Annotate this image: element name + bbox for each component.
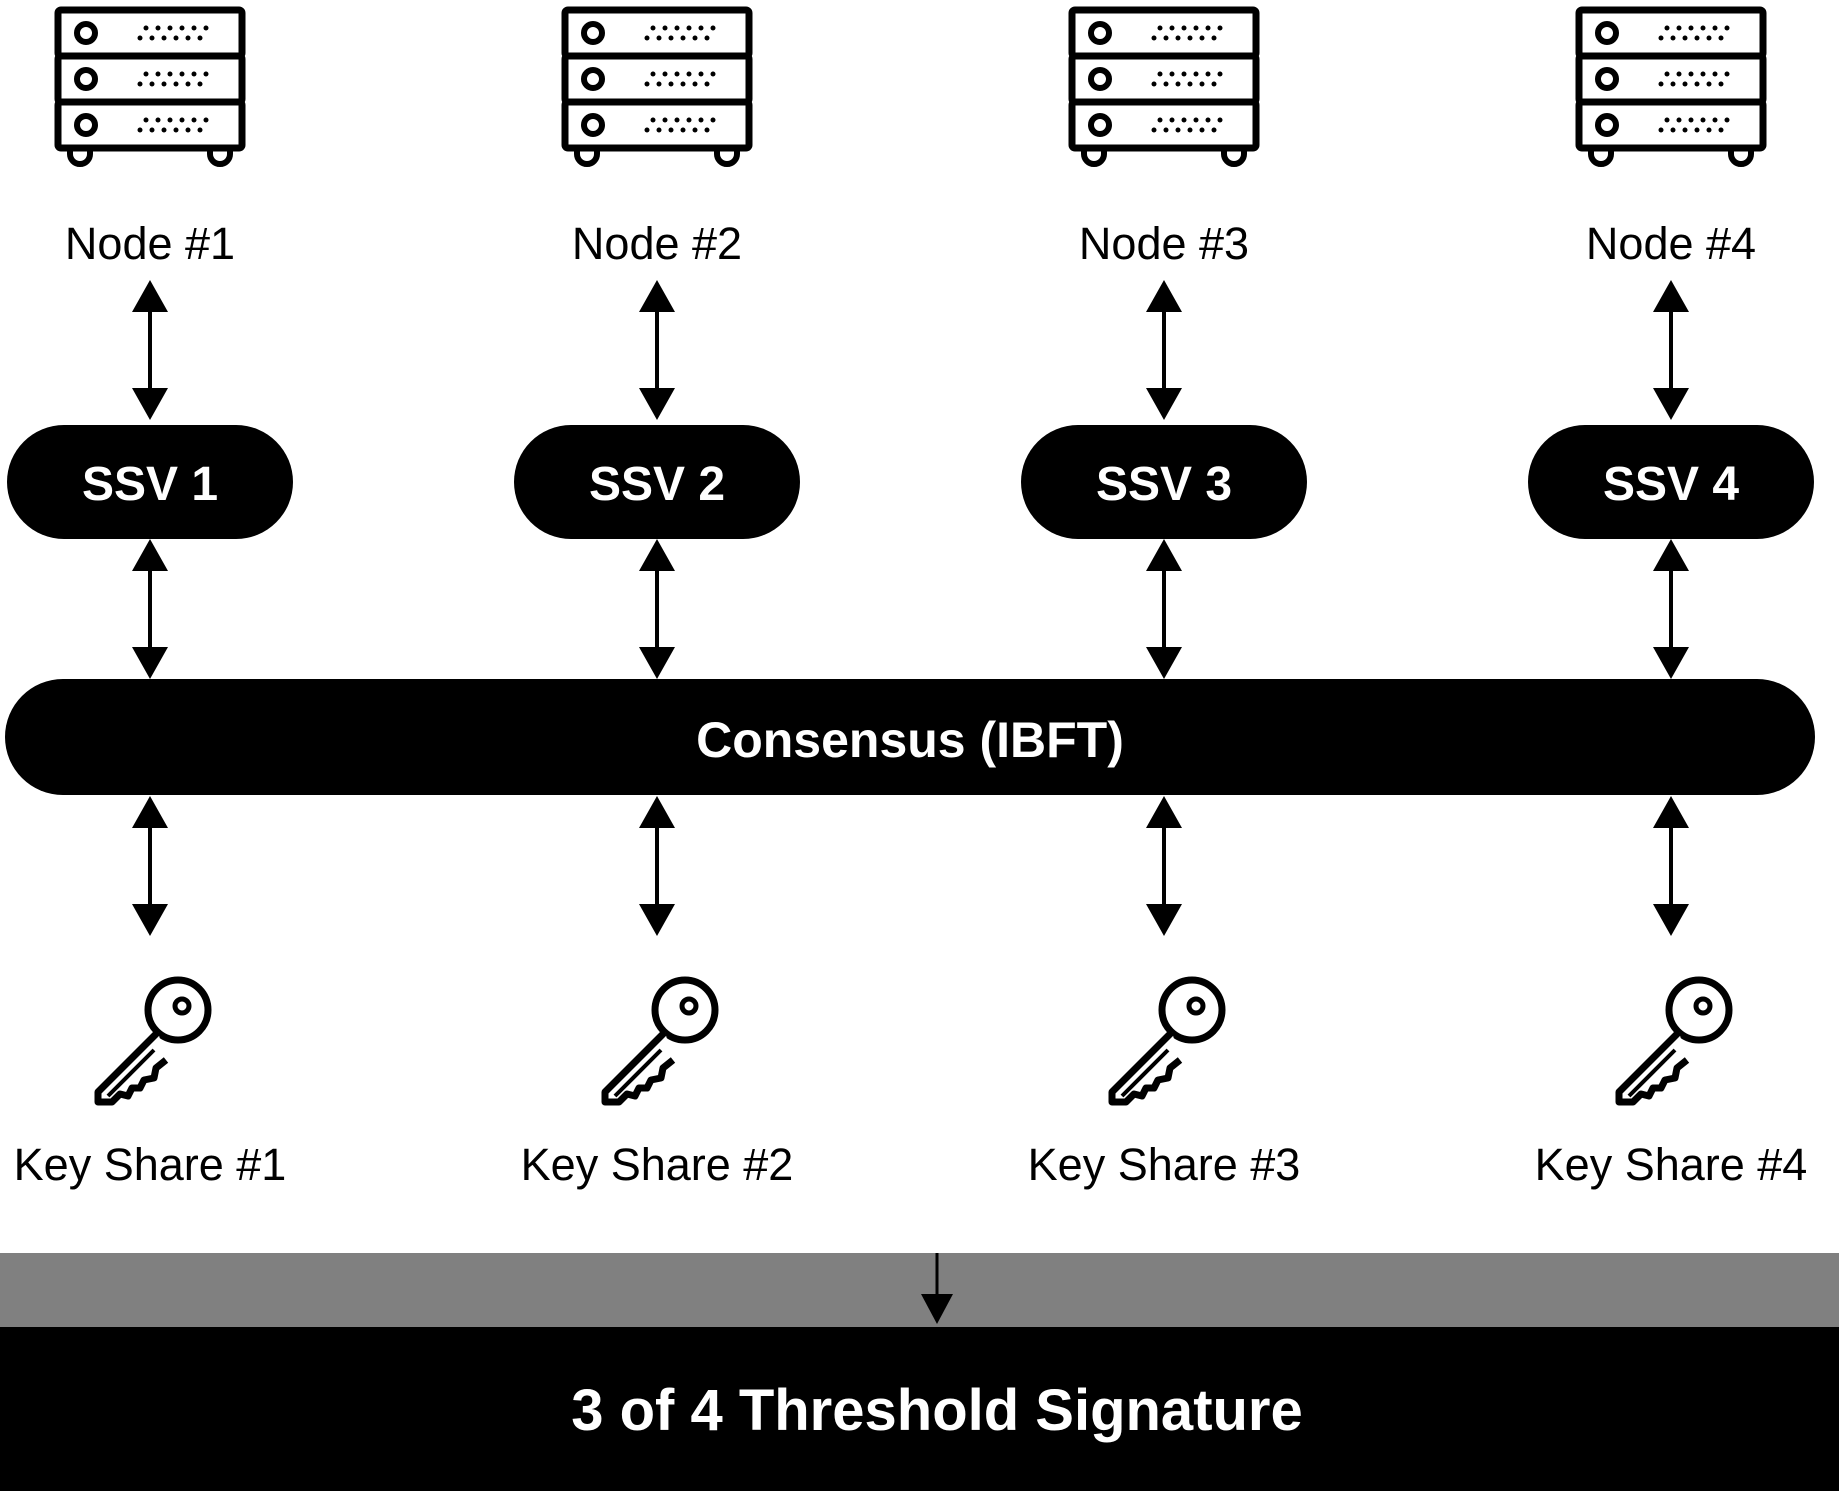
ssv-label-1: SSV 1: [82, 458, 218, 511]
column-2: Node #2 SSV 2 Key Share #2: [514, 10, 800, 1190]
ssv-pill-2: SSV 2: [514, 425, 800, 539]
ssv-label-2: SSV 2: [589, 458, 725, 511]
key-icon: [605, 980, 715, 1102]
ssv-pill-1: SSV 1: [7, 425, 293, 539]
server-rack-icon: [1579, 10, 1763, 164]
double-arrow-icon: [1144, 278, 1184, 422]
double-arrow-icon: [637, 278, 677, 422]
threshold-label: 3 of 4 Threshold Signature: [571, 1378, 1303, 1443]
column-3: Node #3 SSV 3 Key Share #3: [1021, 10, 1307, 1190]
ssv-pill-4: SSV 4: [1528, 425, 1814, 539]
double-arrow-icon: [130, 537, 170, 681]
key-share-label-4: Key Share #4: [1535, 1139, 1808, 1190]
consensus-bar: Consensus (IBFT): [5, 679, 1815, 795]
node-label-1: Node #1: [65, 218, 235, 269]
threshold-arrow: [921, 1253, 953, 1324]
node-label-2: Node #2: [572, 218, 742, 269]
column-4: Node #4 SSV 4 Key Share #4: [1528, 10, 1814, 1190]
grey-band: [0, 1253, 1839, 1327]
threshold-bar: 3 of 4 Threshold Signature: [0, 1327, 1839, 1491]
double-arrow-icon: [130, 278, 170, 422]
columns-layer: Node #1 SSV 1 Key Share #1 Node #2 SSV 2 Key …: [7, 10, 1814, 1190]
node-label-3: Node #3: [1079, 218, 1249, 269]
node-label-4: Node #4: [1586, 218, 1756, 269]
double-arrow-icon: [1144, 537, 1184, 681]
consensus-label: Consensus (IBFT): [696, 712, 1124, 768]
key-share-label-1: Key Share #1: [14, 1139, 287, 1190]
ssv-pill-3: SSV 3: [1021, 425, 1307, 539]
server-rack-icon: [58, 10, 242, 164]
key-share-label-2: Key Share #2: [521, 1139, 794, 1190]
double-arrow-icon: [637, 537, 677, 681]
double-arrow-icon: [130, 794, 170, 938]
key-icon: [1619, 980, 1729, 1102]
key-share-label-3: Key Share #3: [1028, 1139, 1301, 1190]
key-icon: [98, 980, 208, 1102]
key-icon: [1112, 980, 1222, 1102]
double-arrow-icon: [1651, 537, 1691, 681]
server-rack-icon: [1072, 10, 1256, 164]
double-arrow-icon: [1144, 794, 1184, 938]
server-rack-icon: [565, 10, 749, 164]
double-arrow-icon: [637, 794, 677, 938]
ssv-label-3: SSV 3: [1096, 458, 1232, 511]
column-1: Node #1 SSV 1 Key Share #1: [7, 10, 293, 1190]
double-arrow-icon: [1651, 278, 1691, 422]
ssv-label-4: SSV 4: [1603, 458, 1739, 511]
double-arrow-icon: [1651, 794, 1691, 938]
